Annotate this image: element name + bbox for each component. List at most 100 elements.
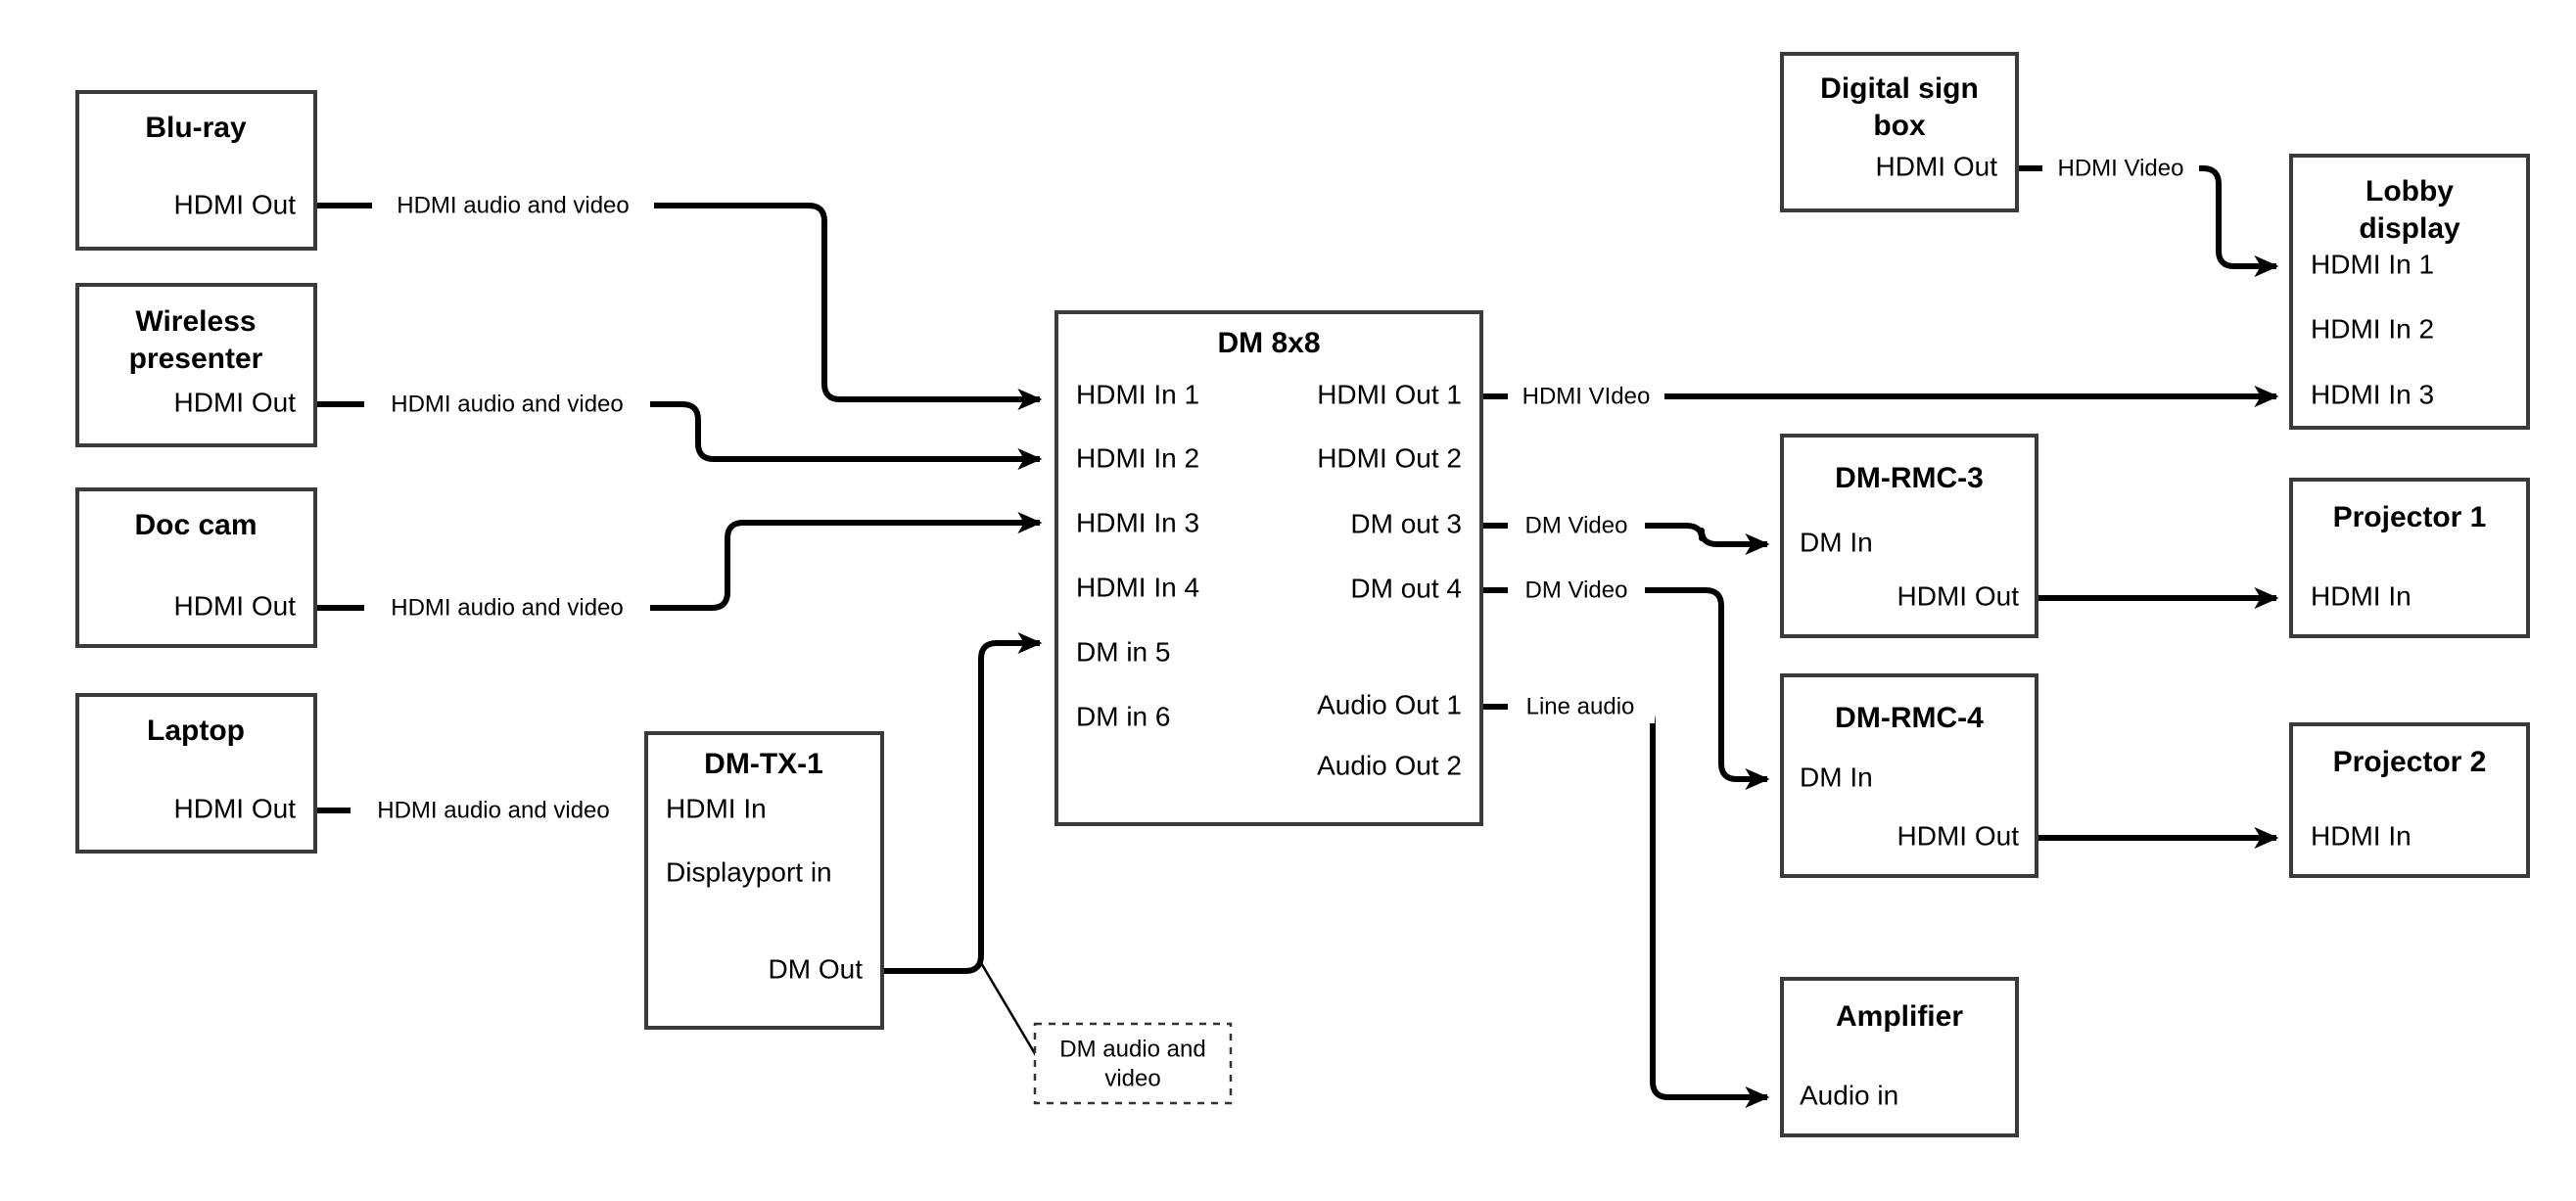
node-dm-rmc-4-title: DM-RMC-4: [1835, 702, 1984, 734]
edge-dm-out4-to-rmc4: DM Video: [1481, 574, 1770, 791]
node-dm-8x8-port-audio-out-2: Audio Out 2: [1317, 750, 1462, 780]
node-dm-8x8-box[interactable]: [1054, 310, 1483, 826]
edge-dmtx1-to-dm-in5: [882, 631, 1043, 974]
edge-label-backdrop: [1508, 509, 1645, 542]
node-dm-rmc-4-port-hdmi-out: HDMI Out: [1897, 820, 2020, 851]
node-lobby-display-title-line1: Lobby: [2365, 175, 2454, 208]
edge-label-hdmi-video-out1: HDMI VIdeo: [1522, 383, 1651, 409]
node-doc-cam[interactable]: Doc cam HDMI Out: [75, 487, 317, 648]
node-dm-8x8-port-hdmi-out-2: HDMI Out 2: [1317, 442, 1462, 473]
node-projector-1-box[interactable]: [2289, 478, 2530, 638]
node-projector-2-title: Projector 2: [2333, 746, 2487, 778]
node-digital-sign-box[interactable]: Digital sign box HDMI Out: [1780, 52, 2019, 212]
node-doc-cam-port-hdmi-out: HDMI Out: [174, 590, 297, 621]
edge-doccam-to-dm-in3: HDMI audio and video: [315, 511, 1043, 624]
node-laptop-box[interactable]: [75, 693, 317, 854]
node-dm-tx-1-title: DM-TX-1: [704, 748, 823, 780]
node-projector-1[interactable]: Projector 1 HDMI In: [2289, 478, 2530, 638]
edge-bluray-to-dm-in1: HDMI audio and video: [315, 189, 1043, 411]
edge-label-dm-video-3: DM Video: [1525, 512, 1628, 538]
node-amplifier-port-audio-in: Audio in: [1800, 1080, 1898, 1110]
node-dm-rmc-3-box[interactable]: [1780, 434, 2038, 638]
node-dm-8x8-port-dm-out-4: DM out 4: [1350, 573, 1462, 603]
edge-line: [882, 631, 1043, 974]
edge-label-dm-video-4: DM Video: [1525, 577, 1628, 603]
node-amplifier[interactable]: Amplifier Audio in: [1780, 977, 2019, 1137]
node-dm-8x8-port-dm-in-5: DM in 5: [1076, 636, 1170, 667]
node-lobby-display-port-hdmi-in-3: HDMI In 3: [2311, 379, 2434, 409]
note-dm-audio-and-video-line2: video: [1104, 1065, 1160, 1091]
edge-label-backdrop: [364, 591, 650, 624]
node-laptop[interactable]: Laptop HDMI Out: [75, 693, 317, 854]
edge-label-backdrop: [1508, 574, 1645, 607]
node-dm-8x8-port-hdmi-out-1: HDMI Out 1: [1317, 379, 1462, 409]
node-dm-8x8-port-hdmi-in-3: HDMI In 3: [1076, 507, 1199, 537]
edge-label-backdrop: [351, 794, 636, 827]
edge-label-bluray: HDMI audio and video: [397, 192, 629, 218]
node-dm-rmc-3-port-hdmi-out: HDMI Out: [1897, 580, 2020, 611]
node-dm-rmc-4[interactable]: DM-RMC-4 DM In HDMI Out: [1780, 673, 2038, 878]
node-digital-sign-box-title-line2: box: [1873, 110, 1926, 142]
edge-line: [315, 511, 1043, 611]
node-dm-8x8[interactable]: DM 8x8 HDMI In 1 HDMI In 2 HDMI In 3 HDM…: [1054, 310, 1483, 826]
edge-dm-out3-to-rmc3: DM Video: [1481, 509, 1770, 556]
node-bluray-title: Blu-ray: [145, 112, 247, 144]
node-wireless-presenter[interactable]: Wireless presenter HDMI Out: [75, 283, 317, 447]
node-lobby-display-box[interactable]: [2289, 154, 2530, 430]
edge-line: [315, 401, 1043, 471]
edge-label-laptop: HDMI audio and video: [377, 797, 609, 823]
node-dm-8x8-port-hdmi-in-2: HDMI In 2: [1076, 442, 1199, 473]
edge-label-backdrop: [2042, 152, 2199, 185]
node-dm-tx-1-box[interactable]: [644, 731, 884, 1030]
node-lobby-display-port-hdmi-in-2: HDMI In 2: [2311, 313, 2434, 344]
edge-label-backdrop: [1508, 690, 1655, 723]
node-lobby-display[interactable]: Lobby display HDMI In 1 HDMI In 2 HDMI I…: [2289, 154, 2530, 430]
node-bluray-port-hdmi-out: HDMI Out: [174, 189, 297, 219]
node-amplifier-box[interactable]: [1780, 977, 2019, 1137]
edge-label-backdrop: [1508, 380, 1664, 413]
note-dm-audio-and-video: DM audio and video: [1033, 1022, 1233, 1105]
edge-line: [315, 203, 1043, 411]
node-dm-tx-1-port-dm-out: DM Out: [769, 953, 864, 984]
node-lobby-display-title-line2: display: [2359, 212, 2460, 245]
node-dm-tx-1[interactable]: DM-TX-1 HDMI In Displayport in DM Out: [644, 731, 884, 1030]
edge-laptop-to-dmtx1: HDMI audio and video: [315, 794, 636, 827]
node-projector-2-port-hdmi-in: HDMI In: [2311, 820, 2412, 851]
edge-label-hdmi-video-signbox: HDMI Video: [2058, 155, 2184, 181]
edge-label-wireless: HDMI audio and video: [391, 391, 623, 417]
node-laptop-title: Laptop: [147, 715, 245, 747]
node-dm-rmc-3[interactable]: DM-RMC-3 DM In HDMI Out: [1780, 434, 2038, 638]
node-lobby-display-port-hdmi-in-1: HDMI In 1: [2311, 249, 2434, 279]
node-dm-rmc-3-port-dm-in: DM In: [1800, 527, 1873, 557]
node-dm-8x8-port-hdmi-in-4: HDMI In 4: [1076, 572, 1199, 602]
edge-signbox-to-lobby-in1: HDMI Video: [2017, 152, 2279, 278]
node-dm-8x8-port-hdmi-in-1: HDMI In 1: [1076, 379, 1199, 409]
node-dm-8x8-port-dm-out-3: DM out 3: [1350, 508, 1462, 538]
edge-label-backdrop: [372, 189, 654, 222]
edge-line: [1481, 523, 1770, 556]
node-dm-tx-1-port-displayport-in: Displayport in: [666, 856, 832, 887]
node-dm-rmc-3-title: DM-RMC-3: [1835, 462, 1984, 494]
node-projector-2-box[interactable]: [2289, 722, 2530, 878]
node-digital-sign-box-port-hdmi-out: HDMI Out: [1876, 151, 1998, 181]
node-projector-2[interactable]: Projector 2 HDMI In: [2289, 722, 2530, 878]
note-leader-line: [978, 960, 1042, 1063]
edge-line: [1481, 704, 1770, 1109]
node-digital-sign-box-rect[interactable]: [1780, 52, 2019, 212]
node-dm-8x8-port-dm-in-6: DM in 6: [1076, 701, 1170, 731]
node-wireless-presenter-title-line1: Wireless: [135, 305, 256, 338]
node-doc-cam-box[interactable]: [75, 487, 317, 648]
edge-line: [2017, 165, 2279, 278]
edge-wireless-to-dm-in2: HDMI audio and video: [315, 388, 1043, 471]
node-wireless-presenter-box[interactable]: [75, 283, 317, 447]
edge-line: [1481, 587, 1770, 791]
note-dm-audio-and-video-box: [1033, 1022, 1233, 1105]
node-dm-tx-1-port-hdmi-in: HDMI In: [666, 793, 767, 823]
edge-label-doccam: HDMI audio and video: [391, 594, 623, 621]
node-dm-8x8-title: DM 8x8: [1217, 327, 1320, 359]
edge-dm-audio1-to-amp: Line audio: [1481, 690, 1770, 1109]
node-bluray[interactable]: Blu-ray HDMI Out: [75, 90, 317, 251]
node-dm-rmc-4-box[interactable]: [1780, 673, 2038, 878]
node-bluray-box[interactable]: [75, 90, 317, 251]
